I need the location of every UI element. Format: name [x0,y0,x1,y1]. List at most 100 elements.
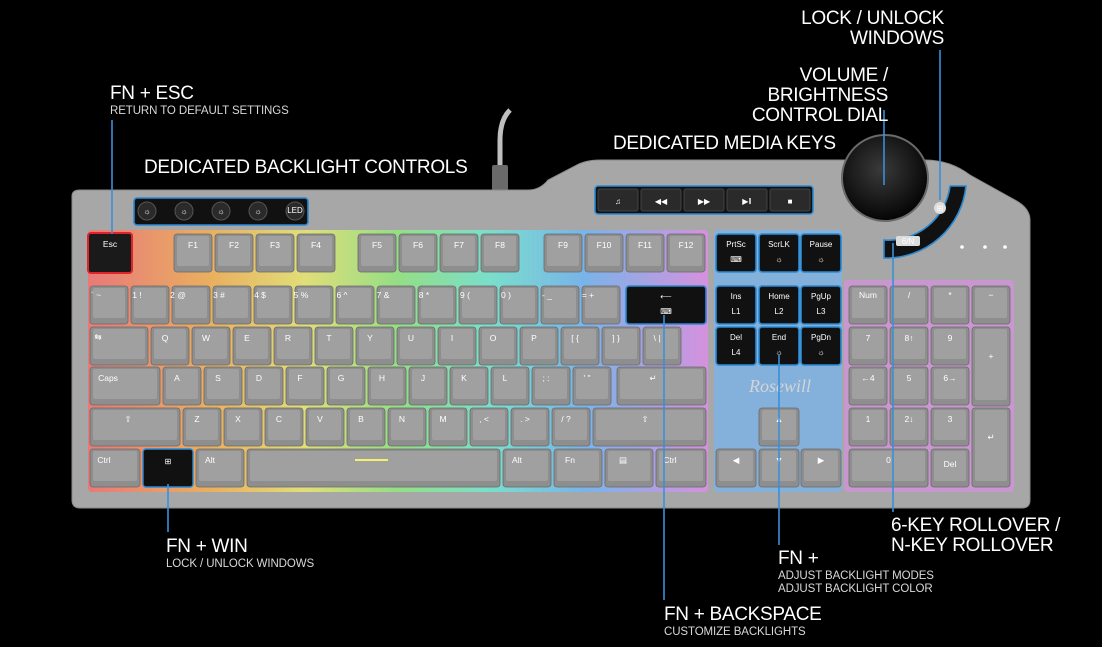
key-row1-11[interactable]: - _ [540,285,580,325]
key-num-4[interactable]: ←4 [848,366,888,406]
key-m[interactable]: M [428,407,468,447]
key-fn[interactable]: Fn [553,448,603,488]
key-f[interactable]: F [285,366,325,406]
key-num-del[interactable]: Del [930,448,970,488]
key-row1-3[interactable]: 3 # [212,285,252,325]
key-e[interactable]: E [232,326,272,366]
media-key-play-pause[interactable]: ▶‖ [726,188,768,212]
key-f5[interactable]: F5 [357,233,397,273]
key-num-2[interactable]: 2↓ [889,407,929,447]
key-f3[interactable]: F3 [255,233,295,273]
key-num-divide[interactable]: / [889,285,929,325]
key-row3-10[interactable]: ' " [572,366,612,406]
key-num-6[interactable]: 6→ [930,366,970,406]
key-i[interactable]: I [437,326,477,366]
rollover-button[interactable]: 6/N [896,236,920,246]
key-numlock[interactable]: Num [848,285,888,325]
media-key-rewind[interactable]: ◀◀ [640,188,682,212]
key-num-7[interactable]: 7 [848,326,888,366]
key-row1-0[interactable]: ` ~ [89,285,129,325]
key-rshift[interactable]: ⇧ [592,407,707,447]
key-q[interactable]: Q [150,326,190,366]
key-row1-1[interactable]: 1 ! [130,285,170,325]
key-row3-9[interactable]: ; : [531,366,571,406]
key-f4[interactable]: F4 [296,233,336,273]
key-w[interactable]: W [191,326,231,366]
media-key-fast-forward[interactable]: ▶▶ [683,188,725,212]
key-row1-4[interactable]: 4 $ [253,285,293,325]
key-p[interactable]: P [519,326,559,366]
volume-dial[interactable] [841,134,929,222]
key-ralt[interactable]: Alt [502,448,552,488]
key-space[interactable] [246,448,501,488]
key-caps[interactable]: Caps [89,366,161,406]
key-num-1[interactable]: 1 [848,407,888,447]
key-row4-8[interactable]: . > [510,407,550,447]
key-num-enter[interactable]: ↵ [971,407,1011,488]
windows-lock-button[interactable]: ⊞ [934,202,946,214]
backlight-button-2[interactable]: ☼ [174,201,194,221]
key-k[interactable]: K [449,366,489,406]
key-num-5[interactable]: 5 [889,366,929,406]
key-rctrl[interactable]: Ctrl [655,448,707,488]
key-v[interactable]: V [305,407,345,447]
key-enter[interactable]: ↵ [616,366,707,406]
key-lctrl[interactable]: Ctrl [89,448,141,488]
key-num-multiply[interactable]: * [930,285,970,325]
key-lalt[interactable]: Alt [195,448,245,488]
esc-key[interactable]: Esc [87,232,133,274]
key-row1-7[interactable]: 7 & [376,285,416,325]
media-key-music[interactable]: ♫ [597,188,639,212]
key-d[interactable]: D [244,366,284,406]
key-row2-12[interactable]: \ | [642,326,682,366]
key-pause[interactable]: Pause☼ [800,233,842,273]
key-pgdn[interactable]: PgDn☼ [800,326,842,366]
key-backspace[interactable]: ⟵⌨ [625,285,707,325]
led-button[interactable]: LED [285,201,305,221]
key-lshift[interactable]: ⇧ [89,407,181,447]
key-scrlk[interactable]: ScrLK☼ [758,233,800,273]
key-num-8[interactable]: 8↑ [889,326,929,366]
key-f6[interactable]: F6 [398,233,438,273]
key-row4-7[interactable]: , < [469,407,509,447]
key-row1-2[interactable]: 2 @ [170,285,211,325]
key-win[interactable]: ⊞ [142,448,194,488]
key-z[interactable]: Z [182,407,222,447]
key-r[interactable]: R [273,326,313,366]
key-c[interactable]: C [264,407,304,447]
key-u[interactable]: U [396,326,436,366]
key-num-3[interactable]: 3 [930,407,970,447]
key-l[interactable]: L [490,366,530,406]
key-b[interactable]: B [346,407,386,447]
key-f8[interactable]: F8 [480,233,520,273]
key-f2[interactable]: F2 [214,233,254,273]
key-a[interactable]: A [162,366,202,406]
key-row1-10[interactable]: 0 ) [499,285,539,325]
key-row1-5[interactable]: 5 % [294,285,334,325]
key-f11[interactable]: F11 [625,233,665,273]
key-j[interactable]: J [408,366,448,406]
media-key-stop[interactable]: ■ [769,188,811,212]
key-row2-11[interactable]: ] } [601,326,641,366]
key-menu[interactable]: ▤ [604,448,654,488]
key-o[interactable]: O [478,326,518,366]
key-row2-10[interactable]: [ { [560,326,600,366]
key-right[interactable]: ▶ [800,448,842,488]
key-g[interactable]: G [326,366,366,406]
key-f7[interactable]: F7 [439,233,479,273]
key-t[interactable]: T [314,326,354,366]
key-h[interactable]: H [367,366,407,406]
key-left[interactable]: ◀ [715,448,757,488]
key-row1-6[interactable]: 6 ^ [335,285,375,325]
key-num-9[interactable]: 9 [930,326,970,366]
key-f1[interactable]: F1 [173,233,213,273]
key-prtsc[interactable]: PrtSc⌨ [715,233,757,273]
key-x[interactable]: X [223,407,263,447]
key-f10[interactable]: F10 [584,233,624,273]
key-row1-8[interactable]: 8 * [417,285,457,325]
backlight-button-1[interactable]: ☼ [137,201,157,221]
